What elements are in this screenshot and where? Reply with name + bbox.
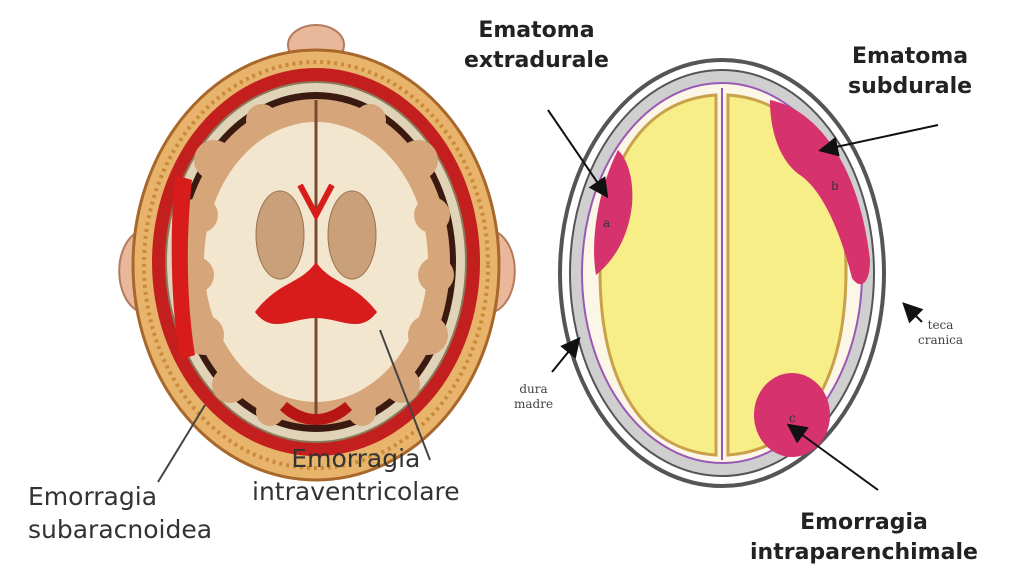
label-ematoma-subdurale-line2: subdurale [848,72,972,102]
label-dura-madre: dura madre [514,382,553,412]
axial-section-anatomical [119,25,515,480]
label-emorragia-intraventricolare-line1: Emorragia [252,442,460,475]
label-ematoma-extradurale-line2: extradurale [464,46,609,76]
label-teca-cranica-line2: cranica [918,333,963,348]
label-teca-cranica-line1: teca [918,318,963,333]
marker-a: a [603,216,610,230]
label-teca-cranica: teca cranica [918,318,963,348]
marker-c: c [789,411,796,425]
label-emorragia-intraventricolare: Emorragia intraventricolare [252,442,460,508]
label-dura-madre-line1: dura [514,382,553,397]
label-ematoma-subdurale: Ematoma subdurale [848,42,972,102]
label-dura-madre-line2: madre [514,397,553,412]
arrow-subaracnoidea [158,405,205,482]
left-basal-ganglia [256,191,304,279]
label-ematoma-extradurale-line1: Ematoma [464,16,609,46]
label-emorragia-intraventricolare-line2: intraventricolare [252,475,460,508]
label-emorragia-intraparenchimale-line1: Emorragia [750,508,978,538]
label-ematoma-subdurale-line1: Ematoma [848,42,972,72]
axial-section-schematic [560,60,884,486]
label-emorragia-intraparenchimale-line2: intraparenchimale [750,538,978,568]
right-basal-ganglia [328,191,376,279]
label-ematoma-extradurale: Ematoma extradurale [464,16,609,76]
label-emorragia-subaracnoidea-line2: subaracnoidea [28,513,212,546]
label-emorragia-subaracnoidea: Emorragia subaracnoidea [28,480,212,546]
label-emorragia-subaracnoidea-line1: Emorragia [28,480,212,513]
marker-b: b [831,179,839,193]
label-emorragia-intraparenchimale: Emorragia intraparenchimale [750,508,978,568]
